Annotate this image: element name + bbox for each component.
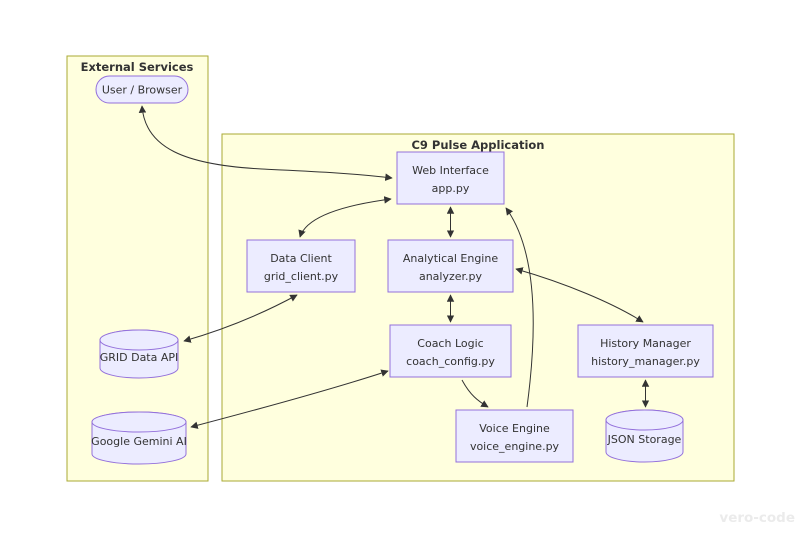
grid-data-api-top — [99, 329, 179, 351]
google-gemini-label: Google Gemini AI — [91, 435, 187, 448]
json-storage-top — [605, 409, 684, 431]
edge-analytical-engine-history-manager — [515, 267, 644, 323]
node-google-gemini-ai: Google Gemini AI — [91, 411, 187, 465]
node-user-browser: User / Browser — [95, 75, 189, 104]
coach-logic-shape — [389, 324, 512, 378]
data-client-shape — [246, 239, 356, 293]
history-manager-shape — [577, 324, 714, 378]
node-coach-logic: Coach Logic coach_config.py — [389, 324, 512, 378]
grid-data-api-label: GRID Data API — [100, 351, 179, 364]
data-client-title: Data Client — [270, 252, 332, 265]
analytical-engine-shape — [387, 239, 514, 293]
analytical-engine-file: analyzer.py — [419, 270, 483, 283]
google-gemini-top — [91, 411, 187, 433]
cluster-c9-label: C9 Pulse Application — [411, 138, 544, 152]
node-analytical-engine: Analytical Engine analyzer.py — [387, 239, 514, 293]
web-interface-title: Web Interface — [412, 164, 489, 177]
edge-coach-logic-voice-engine — [461, 379, 489, 408]
analytical-engine-title: Analytical Engine — [403, 252, 498, 265]
coach-logic-file: coach_config.py — [406, 355, 495, 368]
voice-engine-title: Voice Engine — [479, 422, 550, 435]
edge-user-browser-web-interface — [138, 105, 393, 181]
edges — [138, 105, 650, 429]
voice-engine-shape — [455, 409, 574, 463]
edge-coach-logic-google-gemini — [190, 369, 389, 429]
history-manager-file: history_manager.py — [591, 355, 700, 368]
node-history-manager: History Manager history_manager.py — [577, 324, 714, 378]
node-web-interface: Web Interface app.py — [396, 151, 505, 205]
watermark-text: vero-code — [719, 510, 795, 526]
edge-web-interface-data-client — [298, 196, 392, 238]
data-client-file: grid_client.py — [264, 270, 339, 283]
voice-engine-file: voice_engine.py — [470, 440, 560, 453]
user-browser-shape — [95, 75, 189, 104]
node-data-client: Data Client grid_client.py — [246, 239, 356, 293]
coach-logic-title: Coach Logic — [417, 337, 483, 350]
user-browser-label: User / Browser — [102, 84, 183, 97]
web-interface-shape — [396, 151, 505, 205]
history-manager-title: History Manager — [600, 337, 691, 350]
node-voice-engine: Voice Engine voice_engine.py — [455, 409, 574, 463]
node-grid-data-api: GRID Data API — [99, 329, 179, 379]
web-interface-file: app.py — [432, 182, 470, 195]
node-json-storage: JSON Storage — [605, 409, 684, 463]
cluster-external-label: External Services — [81, 60, 194, 74]
edge-data-client-grid-data-api — [183, 294, 298, 343]
json-storage-label: JSON Storage — [607, 433, 682, 446]
